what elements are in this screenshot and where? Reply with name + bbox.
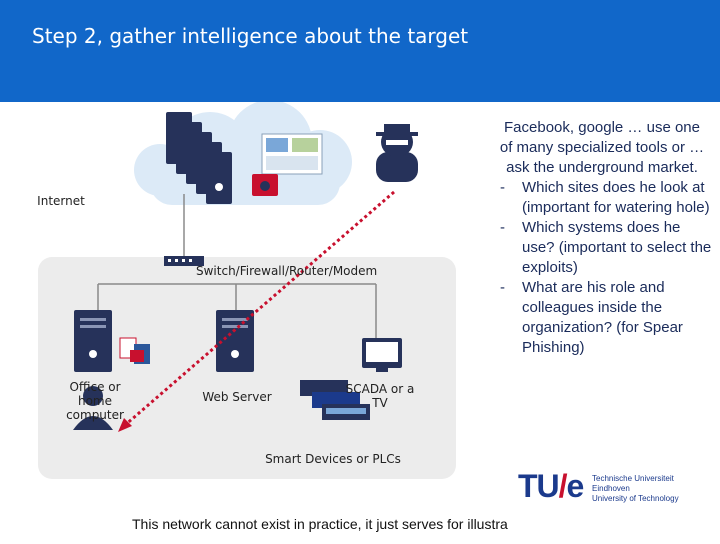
bullet-marker: - [500, 179, 505, 196]
web-server-icon [216, 310, 254, 372]
attack-path-arrow-icon [118, 418, 132, 432]
bullet-list: -Which sites does he look at (important … [486, 178, 718, 358]
bullet-text: Which sites does he look at (important f… [522, 179, 710, 216]
bullet-text: Which systems does he use? (important to… [522, 219, 712, 276]
firewall-icon [252, 174, 278, 196]
document-icons [119, 337, 150, 364]
bullet-marker: - [500, 279, 505, 296]
scada-label: SCADA or a TV [345, 382, 415, 410]
bullet-text: What are his role and colleagues inside … [522, 279, 683, 356]
network-diagram: Internet Switch/Firewall/Router/Modem Of… [0, 100, 480, 540]
bullet-item: -Which sites does he look at (important … [486, 178, 718, 218]
server-icon [166, 112, 232, 204]
dashboard-icon [261, 133, 323, 175]
monitor-icon [362, 338, 402, 372]
web-server-label: Web Server [202, 390, 272, 404]
bullet-item: -Which systems does he use? (important t… [486, 218, 718, 278]
intelligence-text: Facebook, google … use one of many speci… [486, 118, 718, 358]
plc-icon [300, 380, 370, 420]
footer-note: This network cannot exist in practice, i… [132, 516, 508, 532]
intro-paragraph: Facebook, google … use one of many speci… [499, 119, 705, 176]
network-diagram-svg [38, 100, 456, 479]
office-computer-label: Office or home computer [66, 380, 124, 422]
switch-icon [164, 256, 204, 266]
tue-logo-text: Technische Universiteit Eindhoven Univer… [592, 474, 679, 503]
tue-logo-mark: TU/e [518, 468, 584, 504]
user-icon [73, 386, 113, 430]
internet-label: Internet [37, 194, 85, 208]
slide-header: Step 2, gather intelligence about the ta… [0, 0, 720, 102]
bullet-item: -What are his role and colleagues inside… [486, 278, 718, 358]
office-computer-icon [74, 310, 112, 372]
smart-devices-label: Smart Devices or PLCs [265, 452, 401, 466]
hacker-icon [376, 124, 418, 182]
bullet-marker: - [500, 219, 505, 236]
slide-title: Step 2, gather intelligence about the ta… [32, 24, 469, 48]
switch-label: Switch/Firewall/Router/Modem [196, 264, 378, 278]
tue-logo: TU/e Technische Universiteit Eindhoven U… [518, 468, 688, 508]
